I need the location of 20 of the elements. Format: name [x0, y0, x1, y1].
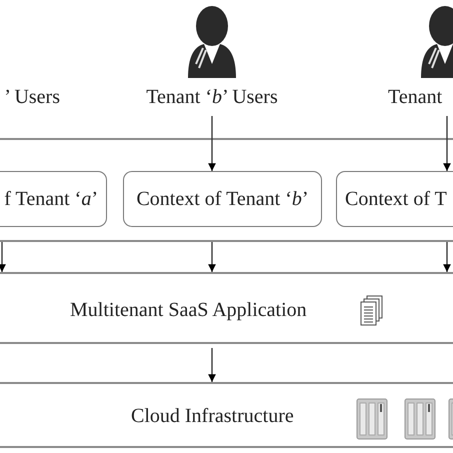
layer-band: [0, 272, 453, 344]
layer-band: [0, 138, 453, 242]
context-box: [336, 171, 453, 227]
context-label: Context of Tenant ‘b’: [135, 187, 310, 211]
arrow: [443, 242, 451, 272]
user-group-label: Tenant ‘b’ Users: [145, 85, 279, 109]
arrow: [443, 116, 451, 171]
context-box: [123, 171, 322, 227]
context-box: [0, 171, 107, 227]
arrow: [0, 242, 6, 272]
context-label: f Tenant ‘a’: [4, 187, 98, 211]
arrow: [208, 348, 216, 382]
layer-band: [0, 382, 453, 448]
user-group-label: ’ Users: [4, 85, 60, 109]
layer-label: Multitenant SaaS Application: [70, 298, 307, 322]
user-group-label: Tenant: [388, 85, 442, 109]
layer-label: Cloud Infrastructure: [131, 404, 294, 428]
arrow: [208, 116, 216, 171]
context-label: Context of T: [345, 187, 447, 211]
arrow: [208, 242, 216, 272]
